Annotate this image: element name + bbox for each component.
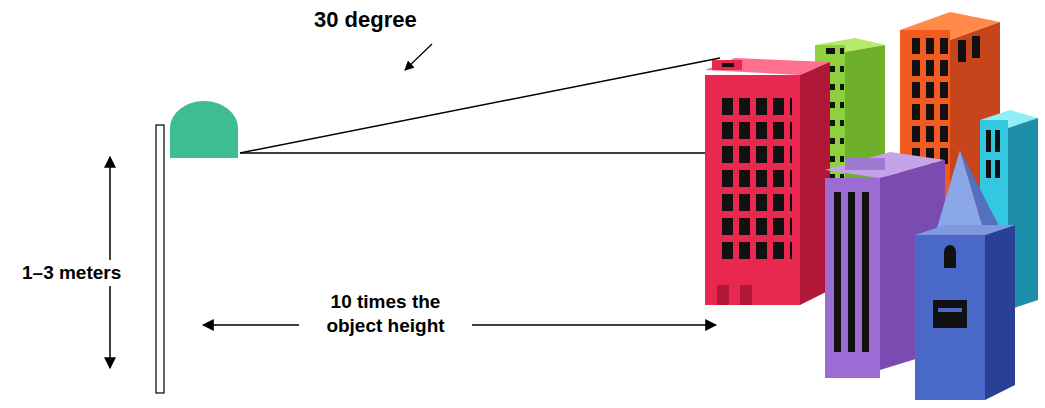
pole: [156, 125, 164, 393]
angle-label: 30 degree: [310, 5, 421, 35]
leader-arrow: [405, 44, 432, 70]
dimension-label: 10 times the object height: [299, 289, 472, 339]
view-line: [240, 152, 708, 154]
city-buildings: [705, 12, 1038, 400]
dimension-label: 1–3 meters: [18, 260, 125, 286]
sensor-dome: [170, 101, 238, 158]
view-line: [240, 58, 720, 153]
